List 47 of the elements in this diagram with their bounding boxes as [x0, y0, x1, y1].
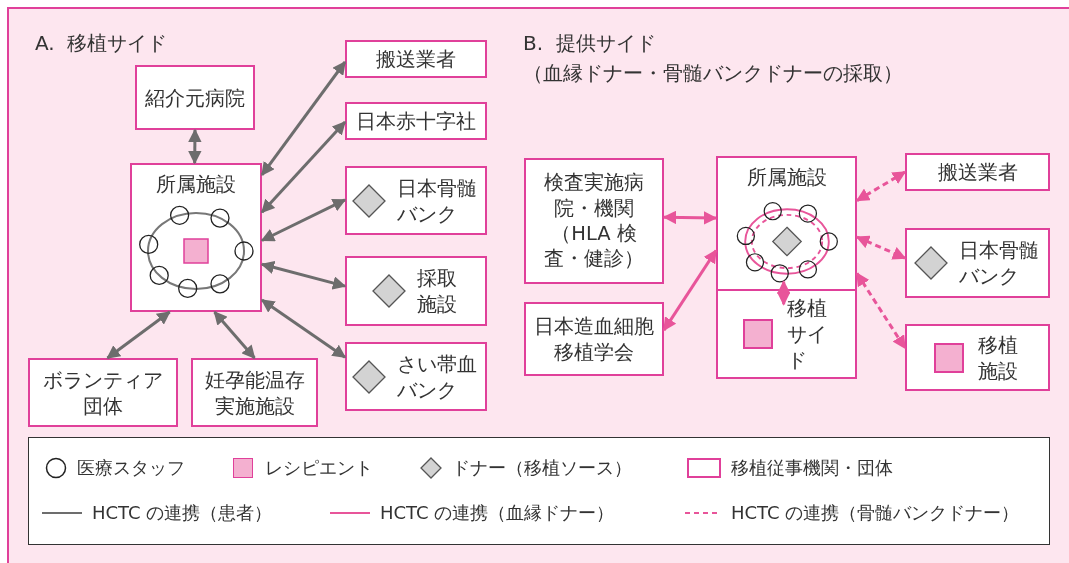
panel-heading: B. 提供サイド: [523, 30, 656, 57]
institution-box: [191, 358, 318, 427]
node-label: 日本骨髄バンク: [958, 237, 1040, 289]
node-label: さい帯血バンク: [397, 350, 478, 403]
institution-box: [345, 166, 487, 235]
institution-box: [345, 102, 487, 140]
institution-box: [524, 302, 664, 376]
legend-label: HCTC の連携（骨髄バンクドナー）: [731, 501, 1020, 525]
node-label: 紹介元病院: [145, 84, 245, 111]
legend-label: HCTC の連携（患者）: [92, 501, 273, 525]
node-label: 妊孕能温存実施施設: [203, 366, 306, 419]
arrow: [776, 280, 791, 306]
arrow: [188, 128, 202, 165]
institution-box: [28, 358, 178, 427]
legend-label: ドナー（移植ソース）: [452, 456, 632, 480]
legend-label: HCTC の連携（血縁ドナー）: [380, 501, 615, 525]
node-label: ボランティア団体: [42, 366, 164, 419]
arrow: [260, 60, 347, 176]
node-label: 検査実施病院・機関（HLA 検査・健診）: [543, 170, 645, 272]
legend-label: レシピエント: [265, 456, 373, 480]
node-label: 日本造血細胞移植学会: [533, 313, 655, 365]
institution-box: [716, 289, 857, 379]
node-label: 採取施設: [417, 265, 458, 317]
node-label: 所属施設: [156, 171, 236, 197]
institution-box: [905, 324, 1050, 391]
panel-heading: （血縁ドナー・骨髄バンクドナーの採取）: [523, 60, 903, 87]
institution-box: [345, 256, 487, 326]
institution-box: [905, 153, 1050, 191]
node-label: 日本赤十字社: [356, 108, 476, 134]
institution-box: [905, 228, 1050, 298]
institution-box: [345, 40, 487, 78]
node-label: 所属施設: [746, 164, 827, 190]
institution-box: [716, 156, 857, 291]
arrow: [213, 311, 256, 359]
institution-box: [130, 163, 262, 312]
node-label: 搬送業者: [937, 159, 1018, 185]
node-label: 移植施設: [977, 331, 1019, 384]
legend-label: 移植従事機関・団体: [731, 456, 893, 480]
institution-box: [345, 342, 487, 411]
node-label: 移植サイド: [786, 295, 828, 373]
institution-box: [524, 158, 664, 284]
institution-box: [135, 65, 255, 130]
panel-heading: A. 移植サイド: [35, 30, 168, 57]
legend-label: 医療スタッフ: [77, 456, 185, 480]
node-label: 搬送業者: [376, 46, 456, 72]
node-label: 日本骨髄バンク: [397, 174, 478, 227]
arrow: [106, 310, 171, 360]
